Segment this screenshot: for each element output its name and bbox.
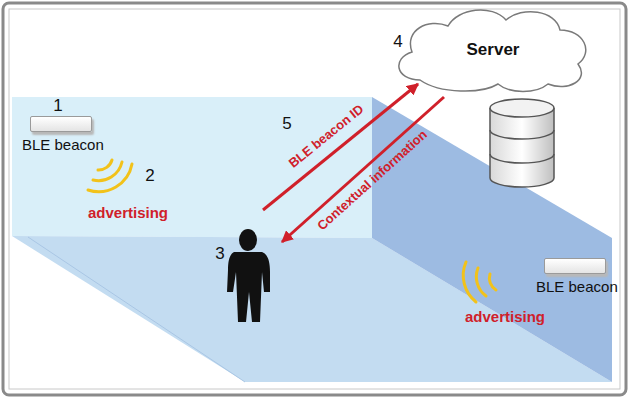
beacon-device — [544, 258, 606, 274]
beacon-label: BLE beacon — [22, 136, 104, 153]
advertising-label: advertising — [465, 308, 545, 325]
callout-number: 5 — [282, 114, 291, 134]
server-label: Server — [467, 40, 520, 60]
beacon-label: BLE beacon — [536, 278, 618, 295]
ble-beacon: BLE beacon — [22, 116, 104, 153]
beacon-device — [30, 116, 92, 132]
response-arrow — [282, 97, 444, 242]
database-symbol — [490, 99, 554, 187]
ble-beacon: BLE beacon — [536, 258, 618, 295]
callout-number: 3 — [215, 244, 224, 264]
server-cloud — [399, 10, 586, 92]
advertising-waves — [88, 160, 132, 192]
callout-number: 4 — [393, 32, 402, 52]
person-silhouette — [227, 229, 270, 322]
advertising-label: advertising — [88, 204, 168, 221]
inner-frame — [9, 9, 620, 389]
callout-number: 1 — [53, 96, 62, 116]
advertising-waves — [463, 262, 496, 302]
frame — [3, 3, 626, 395]
server-node: Server — [408, 18, 578, 82]
callout-number: 2 — [145, 166, 154, 186]
floor-edge — [28, 237, 245, 382]
